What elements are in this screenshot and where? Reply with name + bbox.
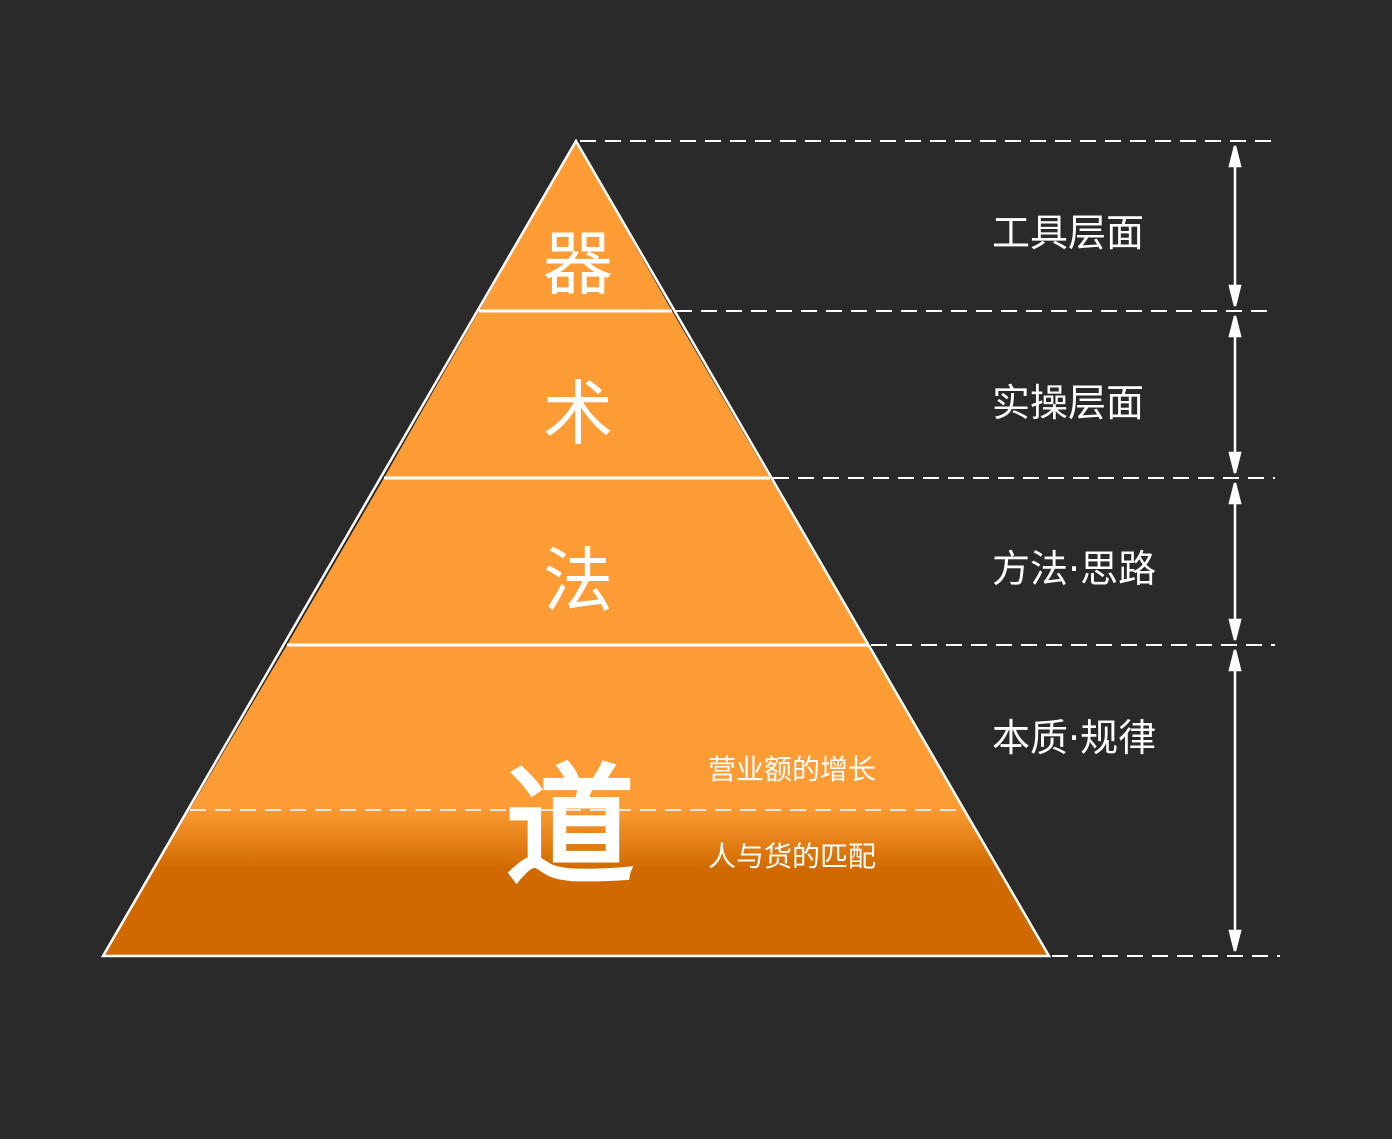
tier-dao	[103, 645, 1049, 956]
level-label-method: 方法·思路	[992, 547, 1157, 591]
level-char-fa: 法	[543, 540, 613, 622]
level-char-qi: 器	[543, 223, 613, 305]
level-label-tools: 工具层面	[992, 211, 1145, 255]
sublabel-revenue-growth: 营业额的增长	[708, 753, 877, 786]
level-char-dao: 道	[505, 751, 636, 903]
level-char-shu: 术	[543, 373, 613, 455]
tier-fa	[287, 478, 868, 645]
tier-qi	[479, 141, 672, 311]
sublabel-people-goods-match: 人与货的匹配	[708, 840, 877, 873]
level-label-practice: 实操层面	[992, 381, 1145, 425]
tier-shu	[384, 311, 770, 478]
level-label-essence: 本质·规律	[992, 716, 1157, 760]
